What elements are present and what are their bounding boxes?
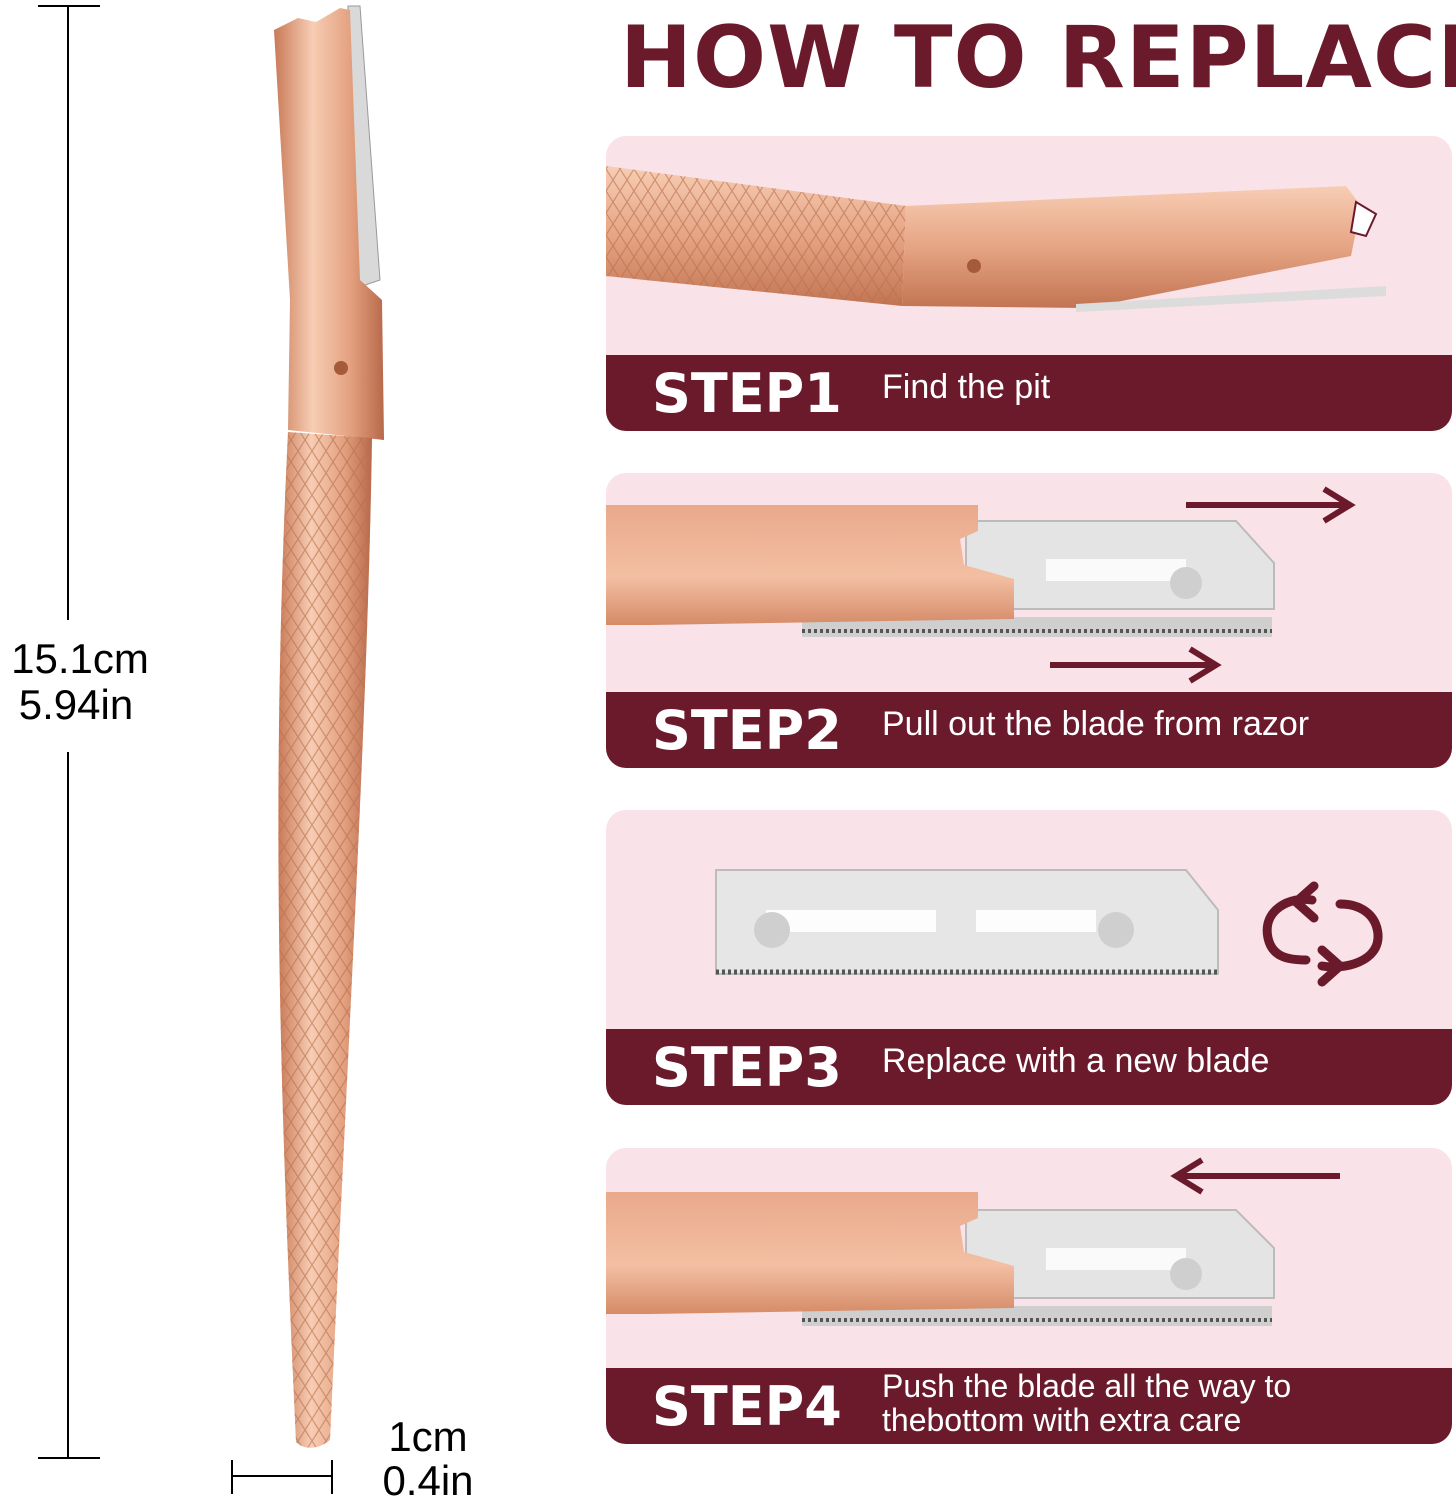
step-4-text-line1: Push the blade all the way to [882,1368,1292,1404]
step-1-band: STEP1 Find the pit [606,355,1452,431]
razor-illustration [274,5,384,1448]
page-title: HOW TO REPLACE [620,8,1456,108]
step-3-band: STEP3 Replace with a new blade [606,1029,1452,1105]
rotate-icon [1262,881,1383,987]
dimension-lines [38,5,333,1494]
step-4-label: STEP4 [652,1375,842,1438]
step-2-illustration [606,486,1356,684]
step-1-label: STEP1 [652,362,842,425]
step-3-label: STEP3 [652,1036,842,1099]
width-in-label: 0.4in [382,1457,474,1504]
step-4-band: STEP4 Push the blade all the way to theb… [606,1368,1452,1444]
step-1-text: Find the pit [882,368,1051,406]
step-4-illustration [606,1157,1340,1326]
height-cm-label: 15.1cm [11,635,149,682]
width-cm-label: 1cm [388,1413,468,1460]
step-4-text-line2: thebottom with extra care [882,1402,1242,1438]
step-1-card: STEP1 Find the pit [606,136,1452,431]
step-2-text: Pull out the blade from razor [882,705,1310,743]
step-2-label: STEP2 [652,699,842,762]
step-1-illustration [606,166,1386,312]
step-3-illustration [715,869,1383,987]
step-2-band: STEP2 Pull out the blade from razor [606,692,1452,768]
step-4-card: STEP4 Push the blade all the way to theb… [606,1148,1452,1444]
height-in-label: 5.94in [18,681,134,728]
step-3-text: Replace with a new blade [882,1042,1270,1080]
step-3-card: STEP3 Replace with a new blade [606,810,1452,1105]
step-2-card: STEP2 Pull out the blade from razor [606,473,1452,768]
